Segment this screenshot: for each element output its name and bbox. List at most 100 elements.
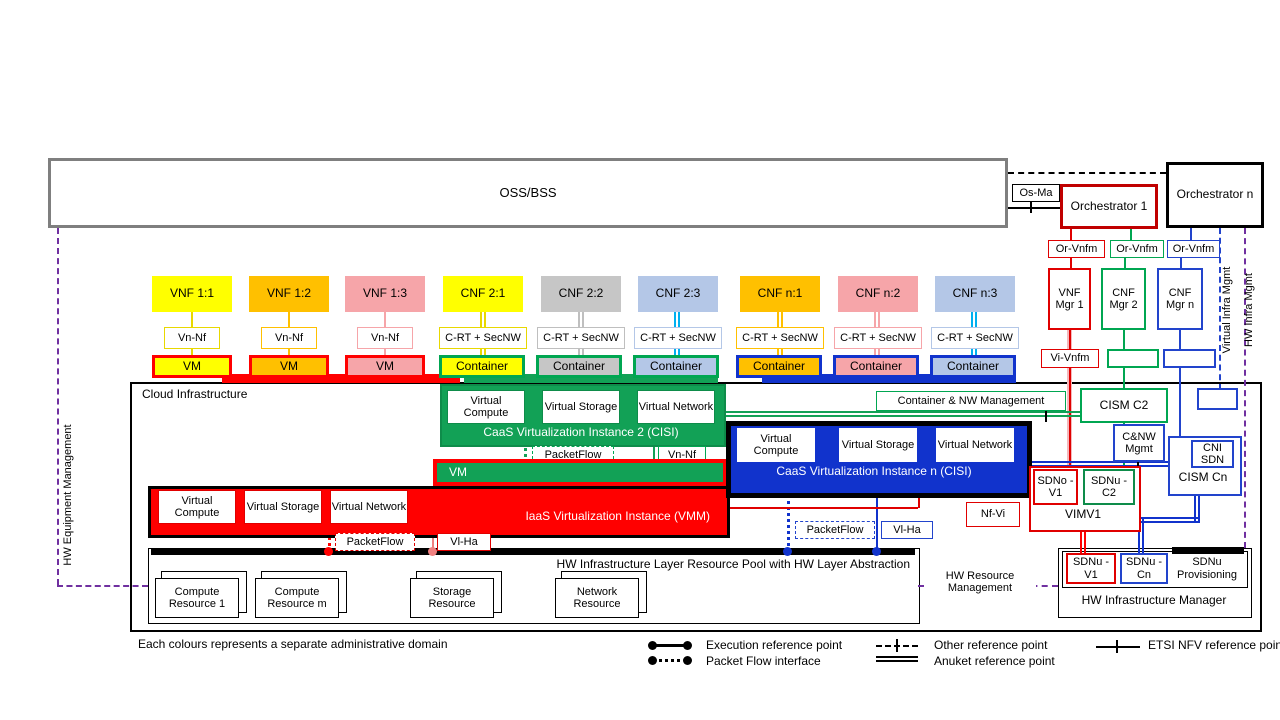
- virtual-infra-mgmt-label: Virtual Infra Mgmt: [1220, 266, 1233, 354]
- cnf-2-2-box: CNF 2:2: [541, 276, 621, 312]
- hw-infra-mgmt-line: [1244, 228, 1246, 548]
- caas2-cism-anuket-line: [722, 411, 1080, 417]
- container-box-5: Container: [833, 355, 919, 378]
- vn-nf-label-2: Vn-Nf: [261, 327, 317, 349]
- vi-vnfm-empty-blue: [1163, 349, 1216, 368]
- caasn-vl-ha-label: Vl-Ha: [881, 521, 933, 539]
- or-vnfm-label-green: Or-Vnfm: [1110, 240, 1164, 258]
- vm-bar: VM: [433, 459, 727, 486]
- hw-equipment-mgmt-line-h: [57, 585, 148, 587]
- vi-vnfm-label: Vi-Vnfm: [1041, 349, 1099, 368]
- os-ma-etsi-tick: [1030, 201, 1032, 213]
- iaas-virtual-network: Virtual Network: [330, 490, 408, 524]
- compute-resource-m-box: Compute Resource m: [255, 578, 339, 618]
- caasn-virtual-network: Virtual Network: [935, 427, 1015, 463]
- sdnu-inner-container: [1062, 551, 1248, 588]
- vmm-vl-ha-line: [432, 532, 434, 552]
- orchestrator-n-box: Orchestrator n: [1166, 162, 1264, 228]
- exec-dot: [872, 547, 881, 556]
- cism-cn-sdnu-cn-link-h: [1138, 517, 1200, 523]
- exec-dot: [428, 547, 437, 556]
- vnf-1-3-box: VNF 1:3: [345, 276, 425, 312]
- hw-infra-manager-title: HW Infrastructure Manager: [1081, 593, 1227, 608]
- network-resource-box: Network Resource: [555, 578, 639, 618]
- cism-cn-sdnu-cn-link-v1: [1194, 492, 1200, 523]
- anuket-symbol-line: [876, 656, 918, 662]
- vi-vnfm-empty-green: [1107, 349, 1159, 368]
- caas2-virtual-storage: Virtual Storage: [542, 390, 620, 424]
- legend-packetflow-label: Packet Flow interface: [706, 653, 821, 668]
- hw-infra-mgmt-label: HW Infra Mgmt: [1242, 273, 1255, 347]
- storage-resource-box: Storage Resource: [410, 578, 494, 618]
- oss-orchestrator-n-dashed-link: [1008, 172, 1166, 174]
- caasn-virtual-compute: Virtual Compute: [736, 427, 816, 463]
- vn-nf-label-3: Vn-Nf: [357, 327, 413, 349]
- c-rt-secnw-label-5: C-RT + SecNW: [834, 327, 922, 349]
- virtual-infra-empty-blue-box: [1197, 388, 1238, 410]
- cnw-mgmt-box: C&NW Mgmt: [1113, 424, 1165, 462]
- or-vnfm-line-blue: [1190, 227, 1192, 240]
- or-vnfm-line-red2: [1070, 258, 1072, 268]
- c-rt-secnw-label-4: C-RT + SecNW: [736, 327, 824, 349]
- vm-box-3: VM: [345, 355, 425, 378]
- vn-nf-label-1: Vn-Nf: [164, 327, 220, 349]
- container-box-3: Container: [633, 355, 719, 378]
- cnf-2-1-box: CNF 2:1: [443, 276, 523, 312]
- caas2-domain-bar: [464, 374, 718, 383]
- orchestrator-1-box: Orchestrator 1: [1060, 184, 1158, 229]
- legend-execution-label: Execution reference point: [706, 637, 843, 652]
- or-vnfm-label-blue: Or-Vnfm: [1167, 240, 1220, 258]
- vimv1-sdnu-v1-link: [1080, 528, 1086, 553]
- vm-box-1: VM: [152, 355, 232, 378]
- vmm-vl-ha-label: Vl-Ha: [437, 533, 491, 551]
- exec-dot: [324, 547, 333, 556]
- caasn-title: CaaS Virtualization Instance n (CISI): [776, 464, 972, 479]
- vnf-mgr-1-box: VNF Mgr 1: [1048, 268, 1091, 330]
- vm-box-2: VM: [249, 355, 329, 378]
- cnf-mgr-n-box: CNF Mgr n: [1157, 268, 1203, 330]
- caasn-anuket-etsi-tick: [1137, 456, 1139, 474]
- hw-equipment-mgmt-label: HW Equipment Management: [60, 415, 76, 575]
- caas2-virtual-compute: Virtual Compute: [447, 390, 525, 424]
- caas2-anuket-etsi-tick: [1045, 404, 1047, 422]
- sdnu-provisioning-bar: [1172, 547, 1244, 554]
- container-box-2: Container: [536, 355, 622, 378]
- cnf-n-3-box: CNF n:3: [935, 276, 1015, 312]
- hw-equipment-mgmt-line: [57, 228, 59, 585]
- c-rt-secnw-label-1: C-RT + SecNW: [439, 327, 527, 349]
- etsi-symbol-tick: [1116, 640, 1118, 653]
- or-vnfm-line-red: [1070, 229, 1072, 240]
- hw-pool-title: HW Infrastructure Layer Resource Pool wi…: [556, 557, 910, 572]
- c-rt-secnw-label-6: C-RT + SecNW: [931, 327, 1019, 349]
- cnf-2-3-box: CNF 2:3: [638, 276, 718, 312]
- caas2-title: CaaS Virtualization Instance 2 (CISI): [483, 425, 679, 440]
- caasn-packetflow-label: PacketFlow: [795, 521, 875, 539]
- execution-symbol-line: [652, 644, 688, 647]
- iaas-virtual-storage: Virtual Storage: [244, 490, 322, 524]
- vnf-1-1-box: VNF 1:1: [152, 276, 232, 312]
- other-symbol-tick: [896, 639, 898, 652]
- c-rt-secnw-label-2: C-RT + SecNW: [537, 327, 625, 349]
- vmm-packetflow-line: [328, 532, 331, 552]
- caasn-domain-bar: [762, 374, 1016, 383]
- sdnu-c2-box: SDNu -C2: [1083, 469, 1135, 505]
- legend-other-label: Other reference point: [934, 637, 1048, 652]
- cloud-infrastructure-label: Cloud Infrastructure: [142, 387, 248, 402]
- caasn-vl-ha-line: [876, 488, 878, 552]
- packetflow-symbol-line: [652, 659, 688, 662]
- sdnu-cn-box: SDNu -Cn: [1120, 553, 1168, 584]
- cnf-n-2-box: CNF n:2: [838, 276, 918, 312]
- container-box-1: Container: [439, 355, 525, 378]
- iaas-title: IaaS Virtualization Instance (VMM): [525, 509, 710, 524]
- nf-vi-label: Nf-Vi: [966, 502, 1020, 527]
- vnf-1-2-box: VNF 1:2: [249, 276, 329, 312]
- hw-pool-top-bar: [151, 548, 915, 555]
- exec-dot: [783, 547, 792, 556]
- nf-vi-line-v: [918, 490, 920, 508]
- container-nw-mgmt-label: Container & NW Management: [876, 391, 1066, 411]
- cism-c2-box: CISM C2: [1080, 388, 1168, 423]
- etsi-symbol-line: [1096, 646, 1140, 648]
- vimv1-label: VIMV1: [1064, 507, 1101, 522]
- caasn-virtual-storage: Virtual Storage: [838, 427, 918, 463]
